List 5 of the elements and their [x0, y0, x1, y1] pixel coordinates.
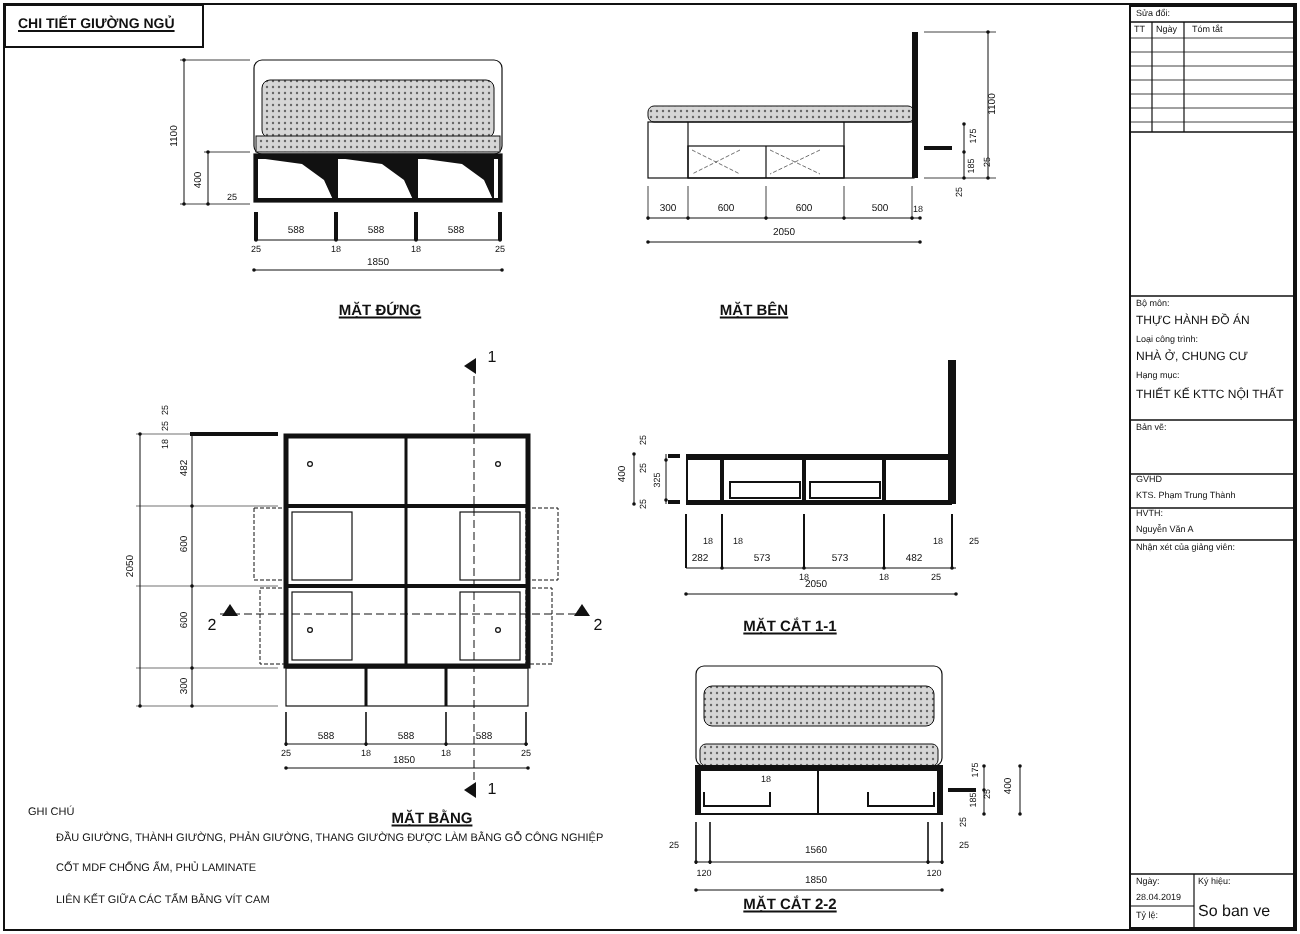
- section-mark: 2: [593, 618, 603, 634]
- section-mark: 1: [487, 350, 497, 366]
- title-block-text: So ban ve: [1198, 904, 1271, 920]
- section-mark: 1: [487, 782, 497, 798]
- section-mark: 2: [207, 618, 217, 634]
